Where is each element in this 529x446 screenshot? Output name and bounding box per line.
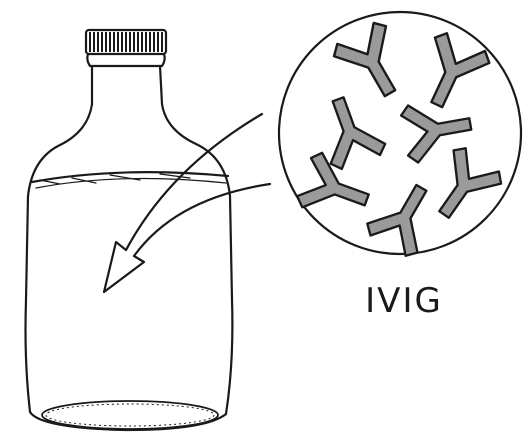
- liquid-surface: [32, 172, 228, 188]
- bottle-outline: [26, 66, 233, 430]
- bottle-cap: [86, 30, 166, 54]
- pointer-arrow: [104, 114, 270, 292]
- bottle: [26, 30, 233, 430]
- ivig-label: IVIG: [365, 281, 443, 321]
- magnified-view: [279, 12, 521, 260]
- bottle-base: [42, 401, 218, 429]
